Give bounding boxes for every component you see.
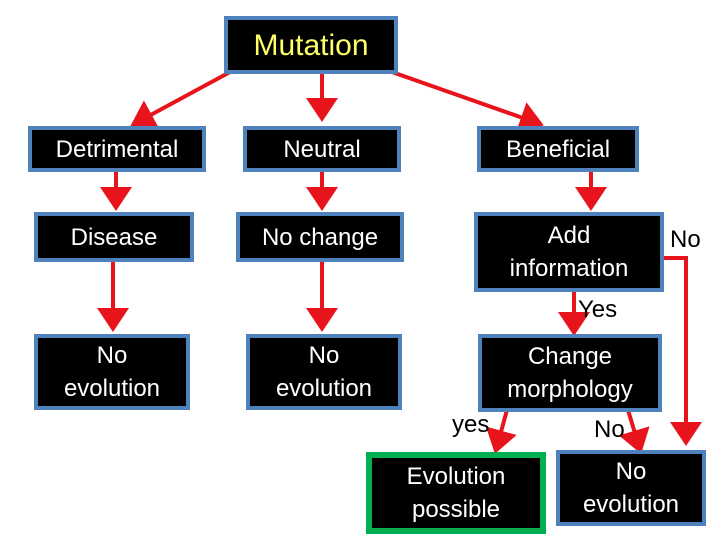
node-mutation: Mutation — [224, 16, 398, 74]
node-add-information-line2: information — [509, 255, 629, 282]
node-beneficial: Beneficial — [477, 126, 639, 172]
node-disease-label: Disease — [70, 223, 158, 251]
node-no-change: No change — [236, 212, 404, 262]
node-no-evolution-left-line1: No — [96, 342, 128, 369]
node-no-evolution-middle-line1: No — [308, 342, 340, 369]
node-no-evolution-left-line2: evolution — [63, 375, 161, 402]
edge-label-add-info-no: No — [670, 226, 701, 253]
edge-label-morphology-yes: yes — [452, 411, 490, 438]
node-no-evolution-middle-line2: evolution — [275, 375, 373, 402]
edge-label-morphology-no: No — [594, 416, 625, 443]
node-change-morphology: Change morphology — [478, 334, 662, 412]
node-disease: Disease — [34, 212, 194, 262]
node-change-morphology-line1: Change — [527, 343, 613, 370]
node-neutral: Neutral — [243, 126, 401, 172]
node-detrimental: Detrimental — [28, 126, 206, 172]
node-beneficial-label: Beneficial — [505, 135, 611, 163]
node-mutation-label: Mutation — [253, 28, 369, 62]
node-no-evolution-right-line2: evolution — [582, 491, 680, 518]
node-change-morphology-line2: morphology — [507, 376, 633, 403]
node-evolution-possible: Evolution possible — [366, 452, 546, 534]
node-no-evolution-right: No evolution — [556, 450, 706, 526]
node-evolution-possible-line2: possible — [411, 496, 501, 523]
arrow-mutation-detrimental — [130, 70, 231, 129]
arrow-addinfo-no-path — [662, 256, 702, 446]
arrow-morphology-evolutionpossible — [485, 409, 517, 454]
node-no-evolution-right-line1: No — [615, 458, 647, 485]
node-neutral-label: Neutral — [283, 135, 361, 163]
edge-label-add-info-yes: Yes — [578, 296, 618, 323]
node-add-information-line1: Add — [547, 222, 591, 249]
arrow-mutation-beneficial — [391, 70, 544, 133]
node-evolution-possible-line1: Evolution — [406, 463, 506, 490]
arrow-morphology-noevolution — [618, 409, 650, 454]
node-no-change-label: No change — [261, 223, 379, 251]
node-add-information: Add information — [474, 212, 664, 292]
node-no-evolution-middle: No evolution — [246, 334, 402, 410]
node-detrimental-label: Detrimental — [55, 135, 179, 163]
node-no-evolution-left: No evolution — [34, 334, 190, 410]
